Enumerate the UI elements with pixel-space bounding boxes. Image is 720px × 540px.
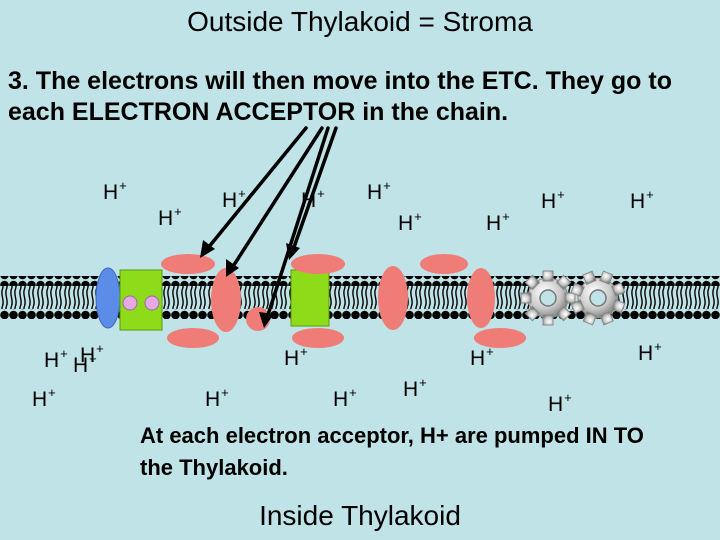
- cytochrome-complex-1: [161, 254, 270, 348]
- photosystem-green-complex: [119, 269, 163, 331]
- proton-ion: H+: [403, 375, 427, 401]
- proton-ion: H+: [470, 344, 494, 370]
- pink-protein-bottom-1: [167, 328, 219, 348]
- proton-ion: H+: [284, 344, 308, 370]
- proton-ion: H+: [73, 351, 97, 377]
- electron-carrier-2: [144, 295, 160, 311]
- pink-protein-bottom-3: [474, 328, 526, 348]
- green-protein-complex-2: [290, 269, 330, 327]
- pumping-explanation: At each electron acceptor, H+ are pumped…: [140, 423, 644, 480]
- inside-thylakoid-heading: Inside Thylakoid: [259, 500, 461, 531]
- proton-ion: H+: [205, 385, 229, 411]
- proton-ion: H+: [367, 178, 391, 204]
- proton-ion: H+: [638, 339, 662, 365]
- pink-protein-top-2: [291, 254, 345, 274]
- arrowheads: [200, 240, 300, 328]
- pink-protein-core-1: [211, 268, 241, 332]
- electron-carrier-1: [122, 295, 138, 311]
- proton-ion: H+: [32, 385, 56, 411]
- electron-flow-arrows: [206, 126, 338, 320]
- atp-synthase-gear-1: [520, 270, 576, 326]
- proton-ion: H+: [103, 178, 127, 204]
- inner-lipid-heads: [0, 309, 720, 319]
- arrow-to-acceptor-3: [265, 126, 330, 320]
- pink-protein-core-2: [378, 266, 408, 330]
- pink-protein-bottom-2: [292, 328, 344, 348]
- proton-ion: H+: [158, 204, 182, 230]
- proton-ion: H+: [548, 390, 572, 416]
- proton-ion: H+: [80, 341, 104, 367]
- pink-protein-top-1: [161, 254, 215, 274]
- proton-ion: H+: [222, 186, 246, 212]
- pink-protein-top-3: [420, 254, 468, 274]
- outer-lipid-heads: [0, 276, 720, 286]
- blue-membrane-protein: [95, 267, 121, 329]
- arrowhead-2: [226, 259, 239, 277]
- proton-ion: H+: [398, 209, 422, 235]
- outside-thylakoid-heading: Outside Thylakoid = Stroma: [187, 6, 533, 37]
- arrowhead-4: [286, 243, 300, 260]
- arrowhead-1: [200, 240, 215, 258]
- arrowhead-3: [259, 312, 274, 328]
- proton-ion: H+: [630, 187, 654, 213]
- cytochrome-complex-2: [291, 254, 526, 348]
- outer-lipid-tails: [0, 286, 720, 297]
- arrow-to-acceptor-2: [230, 126, 324, 270]
- pink-protein-core-3: [467, 268, 495, 328]
- proton-ion: H+: [301, 186, 325, 212]
- proton-ion: H+: [333, 385, 357, 411]
- proton-ion: H+: [486, 209, 510, 235]
- arrow-to-acceptor-1: [206, 126, 308, 250]
- proton-ion: H+: [541, 187, 565, 213]
- arrow-to-acceptor-4: [291, 126, 338, 252]
- step-description: 3. The electrons will then move into the…: [8, 67, 672, 126]
- proton-ion: H+: [44, 346, 68, 372]
- atp-synthase-gear-2: [570, 270, 626, 326]
